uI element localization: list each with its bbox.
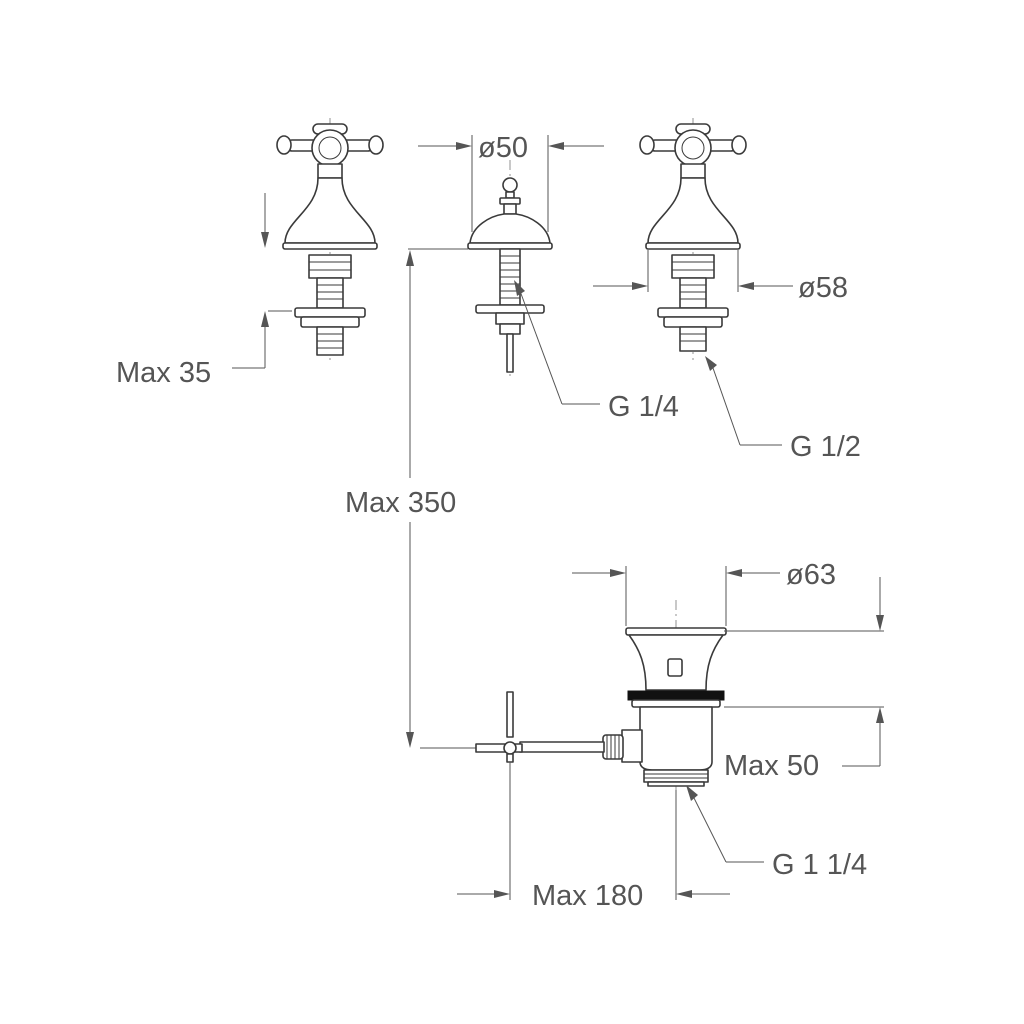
max-180-dimension: Max 180 [457, 762, 730, 912]
left-tap [276, 118, 384, 360]
g-1-2-label: G 1/2 [790, 431, 861, 463]
g-1-4-label: G 1/4 [608, 391, 679, 423]
max-35-dimension: Max 35 [116, 193, 292, 389]
dia-50-dimension: ø50 [418, 132, 604, 232]
g-1-1-4-leader: G 1 1/4 [686, 785, 867, 881]
dia-58-dimension: ø58 [593, 250, 848, 304]
dia-58-label: ø58 [798, 272, 848, 304]
center-spout [467, 160, 553, 380]
dia-63-label: ø63 [786, 559, 836, 591]
g-1-1-4-label: G 1 1/4 [772, 849, 867, 881]
right-tap [639, 118, 747, 360]
max-350-dimension: Max 350 [345, 248, 476, 749]
max-50-dimension: Max 50 [724, 577, 884, 782]
max-50-label: Max 50 [724, 750, 819, 782]
g-1-4-leader: G 1/4 [514, 280, 679, 423]
max-350-label: Max 350 [345, 487, 456, 519]
dia-50-label: ø50 [478, 132, 528, 164]
pop-up-waste [475, 600, 727, 870]
g-1-2-leader: G 1/2 [705, 356, 861, 463]
max-180-label: Max 180 [532, 880, 643, 912]
gasket [627, 690, 725, 701]
max-35-label: Max 35 [116, 357, 211, 389]
dia-63-dimension: ø63 [572, 559, 836, 626]
